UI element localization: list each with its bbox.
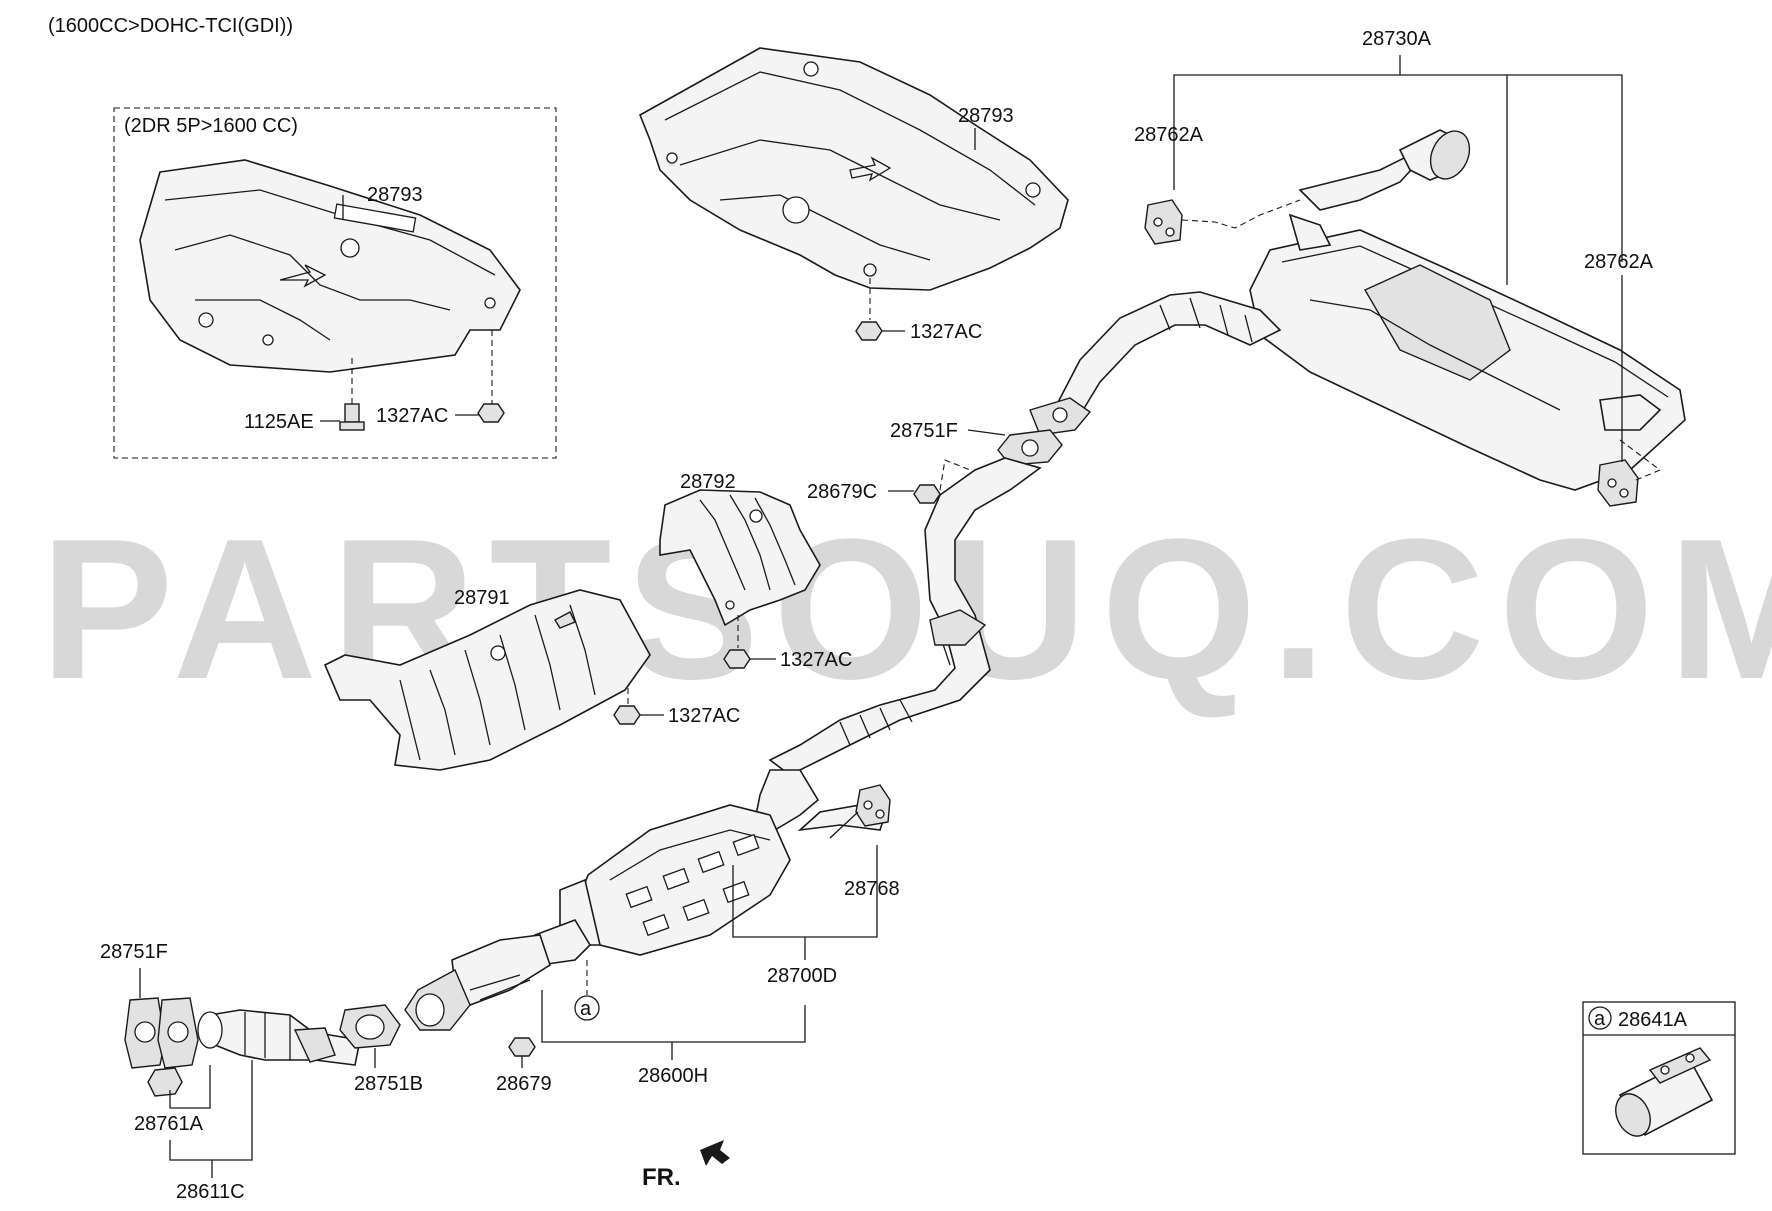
pipe-clamp-icon <box>1615 1047 1714 1137</box>
label-28751F-mid: 28751F <box>890 420 958 442</box>
nut-1327AC-28792-icon <box>723 649 751 669</box>
label-28641A: 28641A <box>1618 1009 1688 1031</box>
front-direction-label: FR. <box>642 1164 681 1191</box>
nut-28679-icon <box>508 1037 536 1057</box>
leader-28761A <box>169 1065 211 1109</box>
bolt-1125AE-icon <box>339 403 365 431</box>
leader-28679C <box>939 459 976 491</box>
label-28793-top: 28793 <box>958 105 1014 127</box>
rubber-hanger-28762A-left-icon <box>1144 199 1183 245</box>
watermark: PARTSOUQ.COM <box>40 498 1772 721</box>
leader-hanger-left <box>1181 199 1301 229</box>
label-28792: 28792 <box>680 471 736 493</box>
intermediate-pipe <box>1029 291 1282 436</box>
label-28700D: 28700D <box>767 965 837 987</box>
label-28762A-right: 28762A <box>1584 251 1654 273</box>
nut-28679C-icon <box>913 484 941 504</box>
label-28761A: 28761A <box>134 1113 204 1135</box>
callout-a-diagram <box>574 995 600 1021</box>
label-28751F-left: 28751F <box>100 941 168 963</box>
rubber-hanger-28768-icon <box>829 784 891 839</box>
label-28793-inset: 28793 <box>367 184 423 206</box>
inset-frame <box>113 107 557 459</box>
gasket-28751F-left2-icon <box>157 997 199 1069</box>
leader-hanger-right <box>1619 439 1662 481</box>
label-1327AC-top: 1327AC <box>910 321 982 343</box>
bracket-28730A <box>1173 74 1623 262</box>
callout-a-box-letter: a <box>1594 1008 1606 1030</box>
rear-muffler <box>1249 129 1686 491</box>
heat-shield-inset <box>139 159 521 373</box>
nut-28761A-icon <box>147 1067 183 1097</box>
label-28679: 28679 <box>496 1073 552 1095</box>
bracket-28600H <box>541 990 806 1043</box>
label-28611C: 28611C <box>176 1181 245 1203</box>
label-28762A-left: 28762A <box>1134 124 1204 146</box>
label-1327AC-28791: 1327AC <box>668 705 740 727</box>
label-1125AE: 1125AE <box>244 411 314 433</box>
gasket-28751F-left-icon <box>124 997 166 1069</box>
heat-shield-28791 <box>323 589 651 771</box>
label-28791: 28791 <box>454 587 510 609</box>
callout-a-box <box>1588 1006 1612 1030</box>
inset-title: (2DR 5P>1600 CC) <box>124 115 298 137</box>
label-28679C: 28679C <box>807 481 877 503</box>
nut-1327AC-top-icon <box>855 321 883 341</box>
inset-group: (2DR 5P>1600 CC) 28793 1125AE 1327AC <box>113 107 557 459</box>
callout-a-diagram-letter: a <box>580 998 592 1020</box>
bracket-28611C <box>169 1060 253 1161</box>
label-1327AC-28792: 1327AC <box>780 649 852 671</box>
front-pipe-28611C <box>197 1009 361 1066</box>
heat-shield-28792 <box>659 489 821 627</box>
label-1327AC-inset: 1327AC <box>376 405 448 427</box>
label-28730A: 28730A <box>1362 28 1432 50</box>
gasket-28751F-mid-icon <box>997 429 1063 466</box>
heat-shield-top <box>638 47 1069 291</box>
diagram-title: (1600CC>DOHC-TCI(GDI)) <box>48 15 293 37</box>
label-28751B: 28751B <box>354 1073 423 1095</box>
label-28600H: 28600H <box>638 1065 708 1087</box>
center-muffler-assembly <box>404 457 1042 1031</box>
front-direction-arrow-icon <box>700 1140 730 1166</box>
label-28768: 28768 <box>844 878 900 900</box>
rubber-hanger-28762A-right-icon <box>1597 459 1639 507</box>
nut-1327AC-28791-icon <box>613 705 641 725</box>
clamp-box-frame <box>1582 1001 1736 1155</box>
nut-1327AC-inset-icon <box>477 403 505 423</box>
clamp-28641A-box: a 28641A <box>1582 1001 1736 1155</box>
gasket-28751B-icon <box>339 1004 401 1049</box>
